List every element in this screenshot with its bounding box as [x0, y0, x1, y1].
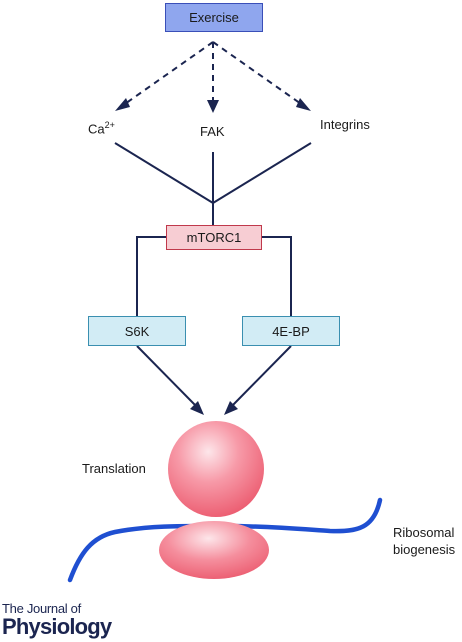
mtorc1-label: mTORC1: [186, 230, 242, 245]
mtorc1-box: mTORC1: [166, 225, 262, 250]
journal-logo-line-1: The Journal of: [2, 601, 81, 616]
s6k-label: S6K: [124, 323, 150, 339]
ca-base-text: Ca: [88, 121, 105, 137]
ribosomal-line-2: biogenesis: [393, 542, 456, 557]
dashed-arrow-to-integrins: [212, 41, 311, 111]
journal-logo: The Journal of Physiology: [2, 601, 112, 639]
4ebp-label: 4E-BP: [272, 323, 310, 339]
arrow-4ebp-to-ribosome: [224, 345, 292, 415]
converging-lines: [114, 142, 312, 226]
integrins-label: Integrins: [320, 117, 370, 132]
exercise-label: Exercise: [189, 10, 239, 25]
fak-label: FAK: [200, 124, 225, 139]
exercise-box: Exercise: [165, 3, 263, 32]
s6k-box: S6K: [88, 316, 186, 346]
ca-label: Ca2+: [88, 120, 115, 136]
ribosomal-biogenesis-label: Ribosomal biogenesis: [393, 524, 455, 558]
ribosome-large-subunit: [168, 421, 264, 517]
arrow-s6k-to-ribosome: [136, 345, 204, 415]
ca-superscript: 2+: [104, 120, 115, 130]
mtorc1-branches: [136, 236, 292, 316]
4ebp-box: 4E-BP: [242, 316, 340, 346]
ribosomal-line-1: Ribosomal: [393, 525, 455, 540]
ribosome-small-subunit: [159, 521, 269, 579]
dashed-arrow-to-fak: [207, 42, 219, 113]
translation-label: Translation: [82, 461, 146, 476]
journal-logo-line-2: Physiology: [2, 614, 112, 639]
dashed-arrow-to-ca: [115, 41, 214, 111]
